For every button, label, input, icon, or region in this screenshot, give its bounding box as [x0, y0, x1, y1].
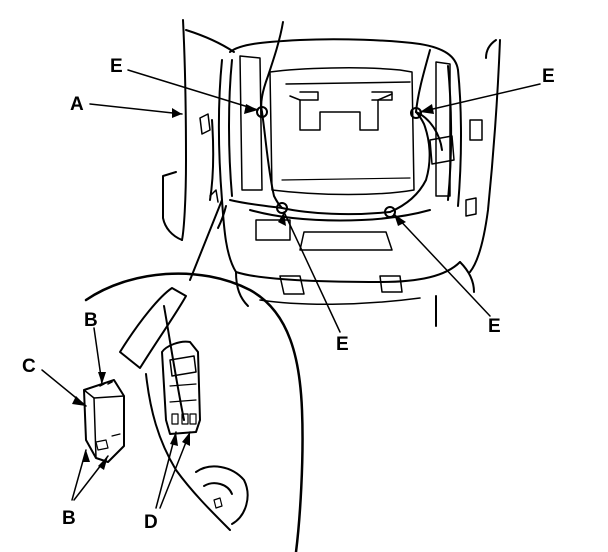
wiring-harness	[217, 21, 443, 229]
module-c	[83, 379, 125, 463]
callout-a: A	[70, 94, 84, 115]
detail-trim-panel	[119, 287, 249, 531]
clip-e-upper-left	[256, 106, 268, 118]
leader-lines	[41, 69, 541, 509]
callout-e-top-right: E	[542, 66, 555, 87]
callout-b-bottom: B	[62, 508, 76, 529]
clip-e-upper-right	[410, 107, 422, 119]
clip-e-lower-left	[276, 202, 288, 214]
control-unit-d	[161, 340, 201, 435]
callout-c: C	[22, 356, 36, 377]
seat-back-frame	[218, 38, 462, 207]
callout-e-mid-right: E	[488, 316, 501, 337]
callout-e-top-left: E	[110, 56, 123, 77]
clip-e-lower-right	[384, 206, 396, 218]
harness-clips	[256, 106, 422, 218]
seat-cushion-base	[221, 199, 475, 327]
callout-e-mid-left: E	[336, 334, 349, 355]
right-door-panel	[465, 39, 501, 273]
callout-d: D	[144, 512, 158, 533]
door-trim-panel	[162, 19, 235, 241]
detail-view	[84, 189, 304, 552]
arrowheads	[72, 104, 434, 470]
callout-labels: A E E E E B C B D	[22, 56, 555, 533]
callout-b-top: B	[84, 310, 98, 331]
